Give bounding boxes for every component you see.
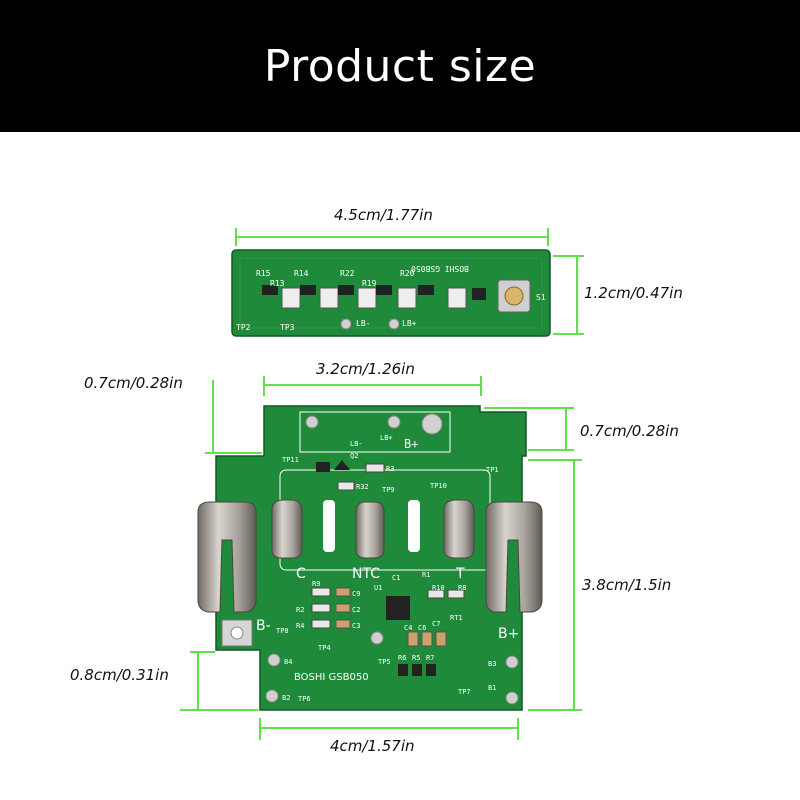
- pad-label-b2: B2: [282, 694, 290, 702]
- pad-label-r3: R3: [386, 465, 394, 473]
- small-board-label-r15: R15: [256, 269, 271, 278]
- title-banner: Product size: [0, 0, 800, 132]
- pad-label-tp8: TP8: [276, 627, 289, 635]
- pad-label-b-plus-top: B+: [404, 437, 418, 451]
- small-board-height-label: 1.2cm/0.47in: [584, 284, 683, 302]
- pad-label-tp5: TP5: [378, 658, 391, 666]
- small-board-label-r19: R19: [362, 279, 377, 288]
- large-board-right-offset-label: 0.7cm/0.28in: [580, 422, 679, 440]
- pad-label-c6: C6: [418, 624, 426, 632]
- pad-label-r1: R1: [422, 571, 430, 579]
- pad-label-r4: R4: [296, 622, 304, 630]
- large-board-top-width-label: 3.2cm/1.26in: [316, 360, 415, 378]
- large-board-bottom-width-label: 4cm/1.57in: [330, 737, 415, 755]
- terminal-label-ntc: NTC: [352, 566, 380, 582]
- pad-label-b3: B3: [488, 660, 496, 668]
- small-board-silk-text: BOSHI GSB050: [411, 264, 469, 273]
- small-board-label-lbplus: LB+: [402, 319, 417, 328]
- terminal-label-c: C: [296, 566, 306, 582]
- small-pcb-board: BOSHI GSB050 TP2 TP3 LB- LB+ S1 R15 R14 …: [231, 249, 551, 337]
- small-board-components: [262, 279, 531, 330]
- small-board-label-r13: R13: [270, 279, 285, 288]
- pad-label-c9: C9: [352, 590, 360, 598]
- small-board-label-tp3: TP3: [280, 323, 295, 332]
- pad-label-c1: C1: [392, 574, 400, 582]
- pad-label-r9: R9: [312, 580, 320, 588]
- pad-label-r2: R2: [296, 606, 304, 614]
- terminal-label-t: T: [455, 566, 465, 582]
- pad-label-c4: C4: [404, 624, 412, 632]
- small-board-label-r20: R20: [400, 269, 415, 278]
- small-board-label-r22: R22: [340, 269, 355, 278]
- pad-label-tp11: TP11: [282, 456, 299, 464]
- large-board-silk-text: BOSHI GSB050: [294, 672, 369, 683]
- pad-label-c7: C7: [432, 620, 440, 628]
- small-board-label-r14: R14: [294, 269, 309, 278]
- pad-label-rt1: RT1: [450, 614, 463, 622]
- terminal-label-b-minus: B-: [256, 618, 271, 634]
- pad-label-r10: R10: [432, 584, 445, 592]
- pad-label-r6: R6: [398, 654, 406, 662]
- large-board-left-offset-label: 0.7cm/0.28in: [84, 374, 183, 392]
- pad-label-b4: B4: [284, 658, 292, 666]
- pad-label-tp1: TP1: [486, 466, 499, 474]
- large-board-bottom-offset-label: 0.8cm/0.31in: [70, 666, 169, 684]
- small-board-label-s1: S1: [536, 293, 546, 302]
- pad-label-r8: R8: [458, 584, 466, 592]
- pad-label-r5: R5: [412, 654, 420, 662]
- pad-label-r7: R7: [426, 654, 434, 662]
- banner-title: Product size: [263, 40, 537, 92]
- pad-label-c2: C2: [352, 606, 360, 614]
- pad-label-b1: B1: [488, 684, 496, 692]
- pad-label-tp7: TP7: [458, 688, 471, 696]
- pad-label-r32: R32: [356, 483, 369, 491]
- small-board-dimension-lines: [235, 228, 584, 335]
- large-board-height-label: 3.8cm/1.5in: [582, 576, 672, 594]
- small-board-label-tp2: TP2: [236, 323, 251, 332]
- terminal-label-b-plus: B+: [498, 626, 519, 642]
- pad-label-tp10: TP10: [430, 482, 447, 490]
- pad-label-lb-minus: LB-: [350, 440, 363, 448]
- pad-label-tp9: TP9: [382, 486, 395, 494]
- pad-label-c3: C3: [352, 622, 360, 630]
- pad-label-lb-plus: LB+: [380, 434, 393, 442]
- small-board-width-label: 4.5cm/1.77in: [334, 206, 433, 224]
- large-board-dimension-lines: [180, 376, 582, 740]
- battery-terminals: [197, 499, 543, 613]
- pad-label-tp6: TP6: [298, 695, 311, 703]
- pad-label-tp4: TP4: [318, 644, 331, 652]
- pad-label-q2: Q2: [350, 452, 358, 460]
- small-board-label-lbminus: LB-: [356, 319, 370, 328]
- pad-label-u1: U1: [374, 584, 382, 592]
